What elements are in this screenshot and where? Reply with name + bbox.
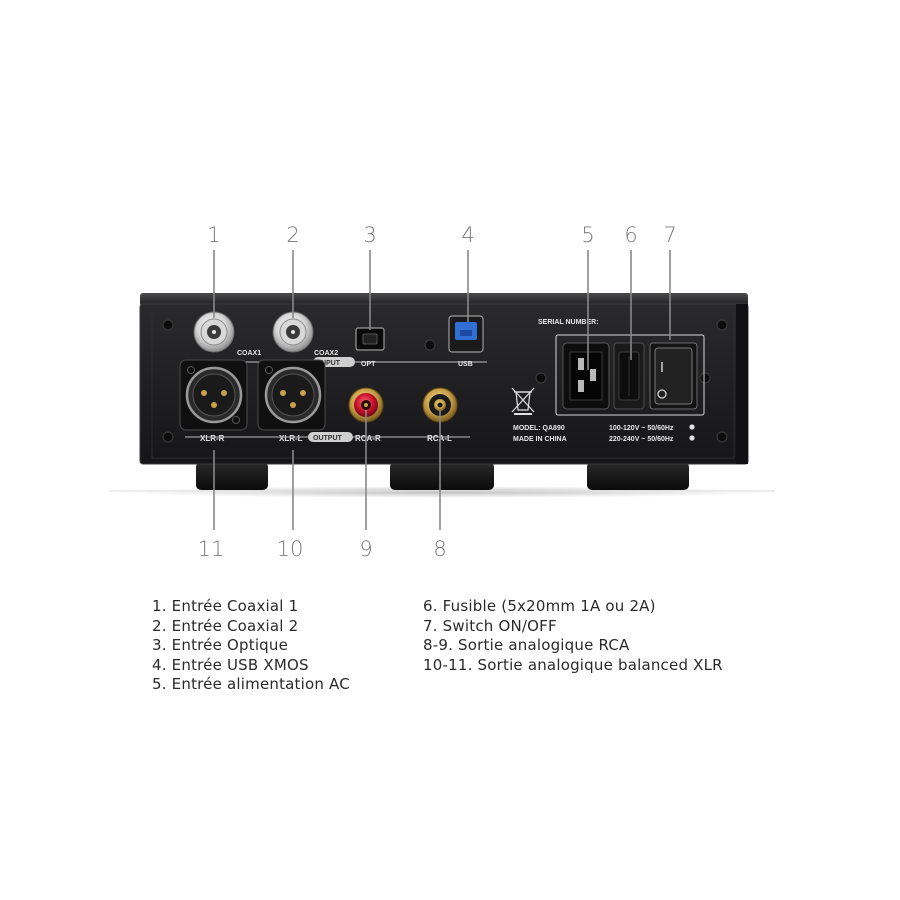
model-label: MODEL: QA890 [513, 425, 565, 432]
input-label: INPUT [319, 360, 341, 367]
fuse-holder[interactable] [613, 342, 645, 410]
callout-10: 10 [277, 537, 304, 561]
rca-r-connector[interactable] [348, 387, 384, 423]
coax1-label: COAX1 [237, 350, 261, 357]
output-label: OUTPUT [313, 435, 343, 442]
legend-right-column: 6. Fusible (5x20mm 1A ou 2A) 7. Switch O… [423, 597, 723, 675]
legend-item: 6. Fusible (5x20mm 1A ou 2A) [423, 597, 656, 615]
voltage-110-label: 100-120V ~ 50/60Hz [609, 425, 674, 432]
callout-4: 4 [461, 223, 474, 247]
legend-item: 5. Entrée alimentation AC [152, 675, 350, 693]
chassis-screws [162, 319, 728, 443]
coax2-label: COAX2 [314, 350, 338, 357]
legend-item: 2. Entrée Coaxial 2 [152, 616, 299, 635]
voltage-220-indicator [689, 435, 695, 441]
xlr-l-connector[interactable] [257, 359, 326, 431]
voltage-110-indicator [689, 424, 695, 430]
usb-connector[interactable] [448, 315, 484, 353]
feet [196, 462, 689, 490]
callout-7: 7 [663, 223, 676, 247]
coax2-connector[interactable] [272, 311, 314, 353]
opt-label: OPT [361, 361, 376, 368]
weee-bin-icon [511, 387, 535, 415]
usb-label: USB [458, 361, 473, 368]
legend-item: 10-11. Sortie analogique balanced XLR [423, 655, 723, 674]
legend-item: 7. Switch ON/OFF [423, 616, 557, 635]
callout-3: 3 [363, 223, 376, 247]
output-group-line [185, 432, 470, 442]
callout-lines [213, 250, 671, 530]
power-switch[interactable] [649, 342, 698, 410]
rca-r-label: RCA-R [355, 434, 381, 443]
optical-connector[interactable] [355, 327, 385, 351]
xlr-r-label: XLR-R [200, 434, 225, 443]
callout-9: 9 [359, 537, 372, 561]
legend-item: 4. Entrée USB XMOS [152, 655, 309, 674]
callout-11: 11 [198, 537, 225, 561]
legend-item: 8-9. Sortie analogique RCA [423, 636, 630, 654]
callout-8: 8 [433, 537, 446, 561]
xlr-r-connector[interactable] [179, 359, 248, 431]
callout-6: 6 [624, 223, 637, 247]
power-module-frame [555, 334, 705, 416]
legend-left-column: 1. Entrée Coaxial 1 2. Entrée Coaxial 2 … [152, 597, 350, 695]
ac-inlet[interactable] [562, 342, 610, 410]
serial-number-label: SERIAL NUMBER: [538, 319, 599, 326]
made-in-label: MADE IN CHINA [513, 436, 567, 443]
voltage-220-label: 220-240V ~ 50/60Hz [609, 436, 674, 443]
callout-2: 2 [286, 223, 299, 247]
xlr-l-label: XLR-L [279, 434, 303, 443]
legend-item: 3. Entrée Optique [152, 636, 289, 654]
coax1-connector[interactable] [193, 311, 235, 353]
callout-5: 5 [581, 223, 594, 247]
rca-l-connector[interactable] [422, 387, 458, 423]
callout-1: 1 [207, 223, 220, 247]
legend-item: 1. Entrée Coaxial 1 [152, 597, 299, 615]
